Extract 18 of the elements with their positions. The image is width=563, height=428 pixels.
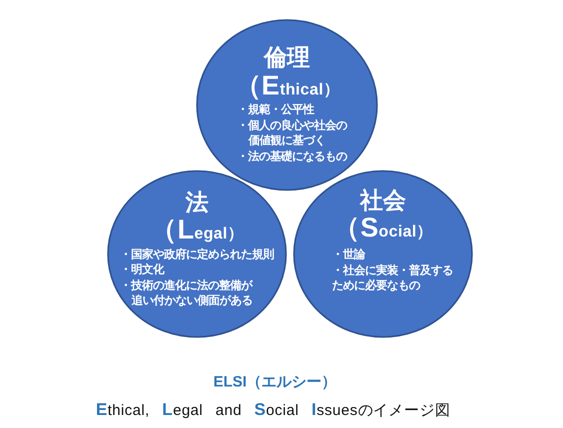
- bullet-item: ・世論: [332, 248, 365, 263]
- circle-subtitle: （Legal）: [150, 216, 244, 246]
- bullet-item: ・個人の良心や社会の価値観に基づく: [237, 118, 348, 149]
- topic-circle: [107, 170, 287, 338]
- circle-subtitle: （Ethical）: [234, 72, 340, 102]
- bullet-item: ・規範・公平性: [237, 103, 314, 118]
- figure-caption: Ethical, Legal and Social Issuesのイメージ図: [96, 400, 450, 420]
- figure-title: ELSI（エルシー）: [213, 372, 337, 392]
- bullet-item: ・国家や政府に定められた規則: [120, 248, 274, 262]
- bullet-item: ・技術の進化に法の整備が追い付かない側面がある: [120, 278, 254, 309]
- bullet-item: ・法の基礎になるもの: [237, 150, 347, 164]
- circle-heading: 法: [186, 189, 208, 215]
- circle-heading: 倫理: [264, 44, 310, 70]
- bullet-item: ・社会に実装・普及するために必要なもの: [332, 264, 454, 294]
- bullet-item: ・明文化: [120, 263, 164, 278]
- circle-subtitle: （Social）: [333, 214, 433, 244]
- circle-heading: 社会: [360, 187, 406, 213]
- topic-circle: [293, 170, 473, 338]
